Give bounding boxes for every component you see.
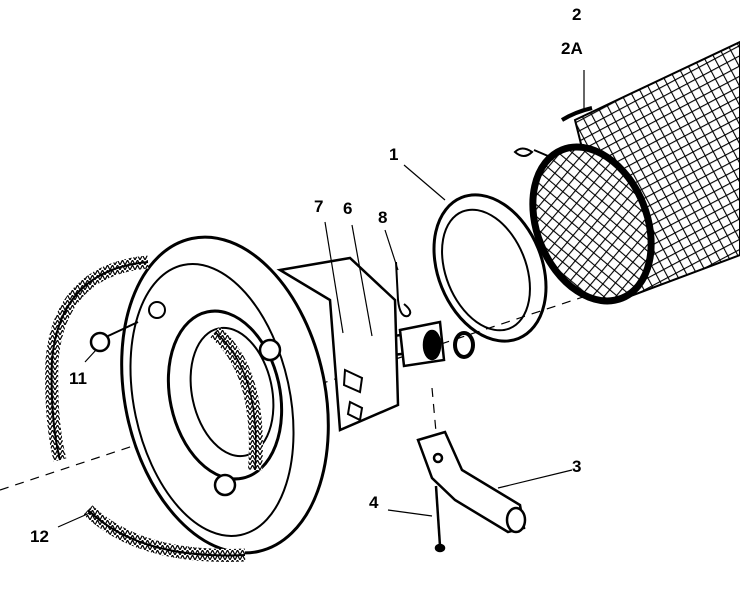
callout-6: 6	[343, 199, 353, 218]
callout-2a: 2A	[561, 39, 583, 58]
brake-shoe-lower	[83, 505, 246, 562]
hub-flange-assembly	[120, 235, 400, 555]
cotter-pin	[395, 261, 412, 318]
gasket-ring	[432, 193, 548, 343]
callout-12: 12	[30, 527, 49, 546]
callout-2: 2	[572, 5, 582, 24]
callout-4: 4	[369, 493, 379, 512]
bolt	[434, 485, 446, 553]
bracket-arm	[416, 430, 527, 534]
callout-8: 8	[378, 208, 388, 227]
mesh-filter-cylinder	[513, 40, 740, 305]
callout-1: 1	[389, 145, 399, 164]
callout-3: 3	[572, 457, 582, 476]
leader-lines	[57, 70, 585, 528]
callout-11: 11	[69, 369, 87, 388]
callout-7: 7	[314, 197, 324, 216]
brake-shoe-upper	[45, 255, 149, 462]
